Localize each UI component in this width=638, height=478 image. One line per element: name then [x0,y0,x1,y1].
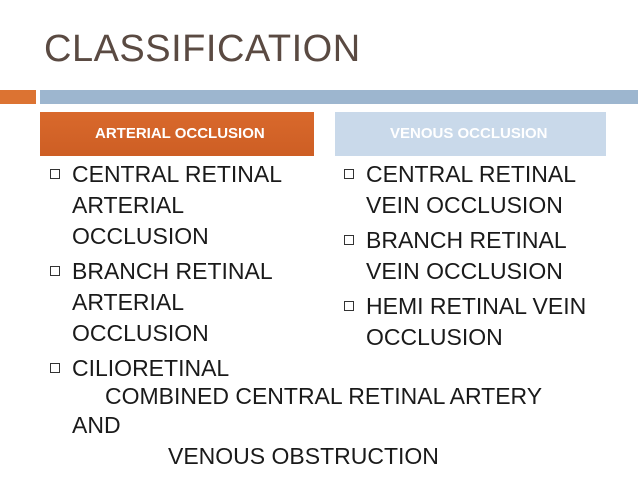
slide-title: CLASSIFICATION [44,28,361,70]
combined-line-3: VENOUS OBSTRUCTION [168,443,439,469]
checkbox-bullet-icon [50,266,60,276]
combined-line-1: COMBINED CENTRAL RETINAL ARTERY [105,383,543,409]
checkbox-bullet-icon [50,363,60,373]
list-item: BRANCH RETINAL VEIN OCCLUSION [344,225,624,287]
list-item: CENTRAL RETINAL ARTERIAL OCCLUSION [50,159,320,252]
combined-line-2: AND [72,412,121,438]
list-item-text: BRANCH RETINAL ARTERIAL OCCLUSION [72,258,272,346]
list-item: HEMI RETINAL VEIN OCCLUSION [344,291,624,353]
title-rule-accent [0,90,36,104]
list-item-text: HEMI RETINAL VEIN OCCLUSION [366,293,587,350]
checkbox-bullet-icon [344,169,354,179]
list-item-text: CILIORETINAL [72,355,230,378]
list-item-text: CENTRAL RETINAL ARTERIAL OCCLUSION [72,161,282,249]
venous-list: CENTRAL RETINAL VEIN OCCLUSION BRANCH RE… [344,159,624,357]
arterial-column-header: ARTERIAL OCCLUSION [40,112,314,156]
arterial-list: CENTRAL RETINAL ARTERIAL OCCLUSION BRANC… [50,159,320,378]
venous-column-header: VENOUS OCCLUSION [335,112,606,156]
title-rule [40,90,638,104]
list-item-text: CENTRAL RETINAL VEIN OCCLUSION [366,161,576,218]
checkbox-bullet-icon [344,301,354,311]
list-item: BRANCH RETINAL ARTERIAL OCCLUSION [50,256,320,349]
list-item-text: BRANCH RETINAL VEIN OCCLUSION [366,227,566,284]
checkbox-bullet-icon [50,169,60,179]
checkbox-bullet-icon [344,235,354,245]
list-item: CENTRAL RETINAL VEIN OCCLUSION [344,159,624,221]
list-item: CILIORETINAL [50,353,320,378]
combined-occlusion-text: COMBINED CENTRAL RETINAL ARTERY AND VENO… [72,382,602,471]
